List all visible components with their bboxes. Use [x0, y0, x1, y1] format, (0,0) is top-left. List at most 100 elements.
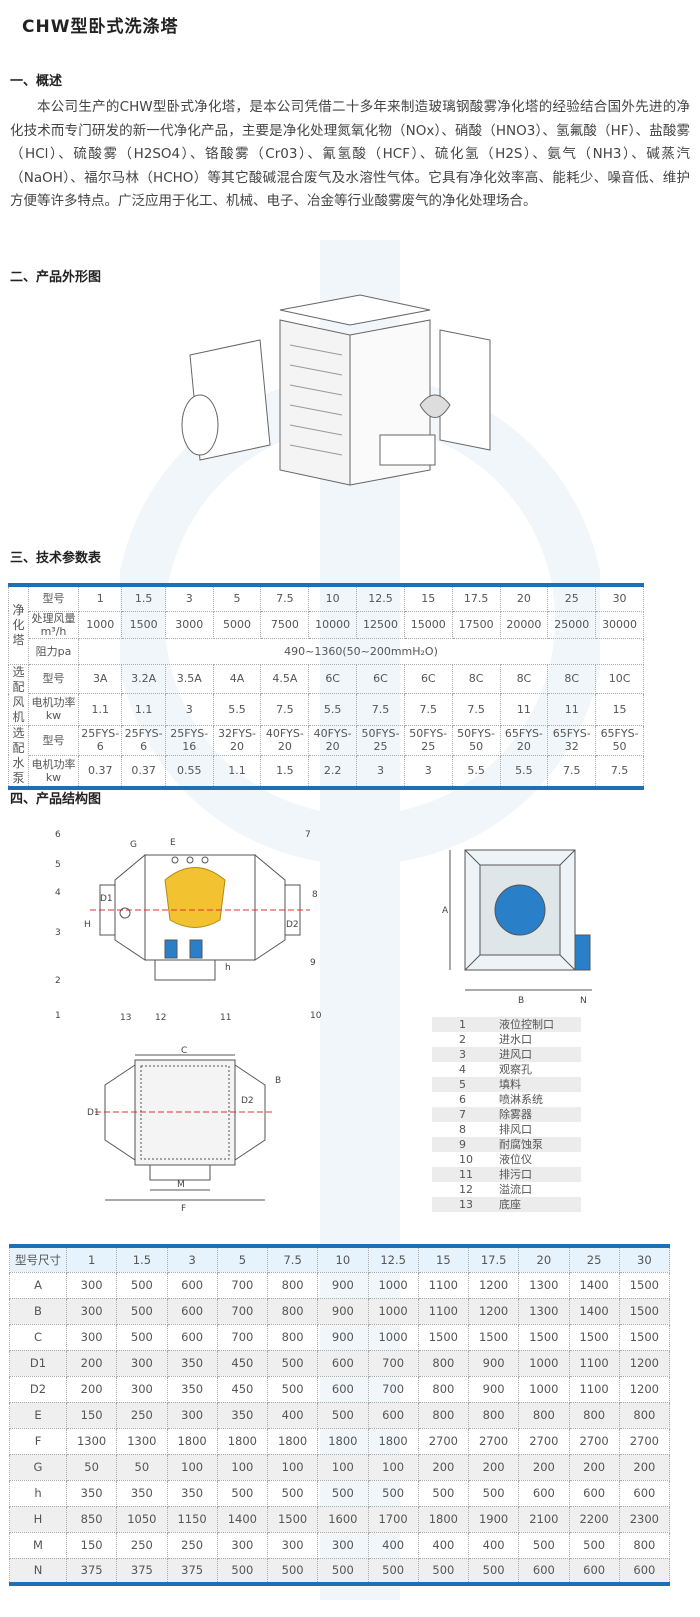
dim-cell: 800 — [266, 1297, 319, 1325]
dim-cell: 1900 — [467, 1505, 520, 1533]
dim-cell: 150 — [65, 1531, 118, 1559]
param-group-label: 选配水泵 — [8, 724, 29, 788]
drawing-label: 4 — [55, 888, 61, 898]
dim-cell: 1500 — [467, 1323, 520, 1351]
dim-header-cell: 12.5 — [367, 1245, 419, 1273]
dim-cell: 400 — [417, 1531, 470, 1559]
legend-name: 进风口 — [499, 1048, 532, 1061]
legend-number: 9 — [459, 1138, 466, 1151]
section-heading-appearance: 二、产品外形图 — [10, 270, 102, 285]
drawing-label: N — [580, 996, 587, 1006]
dim-cell: 600 — [317, 1349, 369, 1377]
dim-cell: 2100 — [518, 1505, 570, 1533]
dim-row-label: M — [9, 1531, 67, 1559]
dim-cell: 800 — [266, 1323, 319, 1351]
dim-cell: 1800 — [266, 1427, 319, 1455]
param-cell: 3 — [356, 754, 405, 789]
dim-cell: 600 — [518, 1479, 570, 1507]
dim-cell: 400 — [467, 1531, 520, 1559]
dim-cell: 450 — [216, 1349, 269, 1377]
dim-cell: 400 — [266, 1401, 319, 1429]
dim-cell: 1300 — [116, 1427, 168, 1455]
legend-name: 填料 — [499, 1078, 521, 1091]
param-cell: 15 — [595, 693, 644, 726]
dim-cell: 1800 — [166, 1427, 218, 1455]
dim-cell: 2300 — [618, 1505, 671, 1533]
param-cell: 8C — [547, 663, 597, 695]
dim-cell: 100 — [266, 1453, 319, 1481]
param-cell: 8C — [499, 663, 549, 695]
dim-cell: 500 — [216, 1479, 269, 1507]
dim-header-cell: 10 — [317, 1245, 369, 1273]
dim-cell: 2700 — [467, 1427, 520, 1455]
param-cell: 17500 — [451, 610, 501, 639]
param-cell: 50FYS-25 — [356, 724, 405, 756]
dim-header-cell: 15 — [417, 1245, 470, 1273]
dim-cell: 600 — [568, 1557, 620, 1585]
legend-number: 10 — [459, 1153, 473, 1166]
dim-cell: 300 — [116, 1375, 168, 1403]
param-label: 型号 — [28, 724, 79, 756]
param-cell: 8C — [451, 663, 501, 695]
param-cell: 3.2A — [121, 663, 166, 695]
drawing-label: H — [84, 920, 91, 930]
dim-cell: 350 — [216, 1401, 269, 1429]
dim-cell: 900 — [317, 1271, 369, 1299]
param-cell: 4A — [212, 663, 262, 695]
product-exterior-drawing — [181, 294, 491, 486]
param-cell: 5.5 — [499, 754, 549, 789]
dim-row-label: B — [9, 1297, 67, 1325]
dim-cell: 600 — [166, 1297, 218, 1325]
param-cell: 15 — [403, 584, 453, 612]
param-cell: 1.1 — [77, 693, 123, 726]
dim-row-label: N — [9, 1557, 67, 1585]
param-label: 型号 — [28, 663, 79, 695]
dim-header-cell: 型号尺寸 — [9, 1245, 67, 1273]
param-cell: 6C — [308, 663, 358, 695]
dim-cell: 500 — [317, 1401, 369, 1429]
param-cell: 7.5 — [547, 754, 597, 789]
dim-cell: 300 — [65, 1271, 118, 1299]
param-cell: 3 — [403, 754, 453, 789]
legend-number: 11 — [459, 1168, 473, 1181]
dim-cell: 1500 — [568, 1323, 620, 1351]
legend-number: 5 — [459, 1078, 466, 1091]
param-cell: 11 — [499, 693, 549, 726]
dim-cell: 800 — [417, 1349, 470, 1377]
dim-cell: 700 — [216, 1297, 269, 1325]
param-cell: 1.1 — [212, 754, 262, 789]
legend-name: 排风口 — [499, 1123, 532, 1136]
dim-cell: 2700 — [568, 1427, 620, 1455]
drawing-label: G — [130, 840, 137, 850]
legend-number: 12 — [459, 1183, 473, 1196]
param-cell: 65FYS-32 — [547, 724, 597, 756]
dim-cell: 1600 — [317, 1505, 369, 1533]
dim-header-cell: 7.5 — [266, 1245, 319, 1273]
param-cell: 12500 — [356, 610, 405, 639]
param-cell: 2.2 — [308, 754, 358, 789]
drawing-label: B — [518, 996, 524, 1006]
dim-cell: 1200 — [467, 1297, 520, 1325]
dim-cell: 200 — [618, 1453, 671, 1481]
drawing-label: 2 — [55, 976, 61, 986]
dim-cell: 100 — [166, 1453, 218, 1481]
dim-cell: 500 — [266, 1375, 319, 1403]
param-cell: 7.5 — [260, 693, 310, 726]
dim-header-cell: 25 — [568, 1245, 620, 1273]
drawing-label: 3 — [55, 928, 61, 938]
param-cell: 10000 — [308, 610, 358, 639]
dim-cell: 1000 — [518, 1375, 570, 1403]
drawing-label: 9 — [310, 958, 316, 968]
